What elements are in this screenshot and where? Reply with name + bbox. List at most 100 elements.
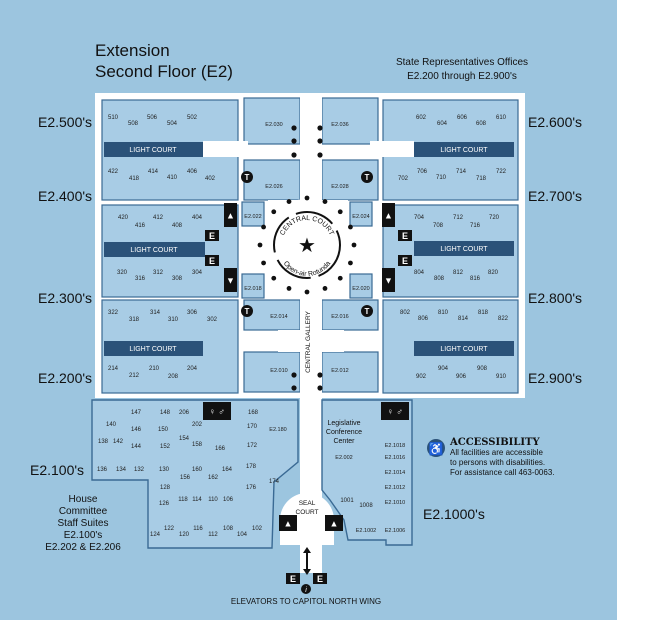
room-label: 602	[416, 115, 427, 121]
room-label: 716	[470, 223, 481, 229]
room-label: 412	[153, 215, 164, 221]
svg-text:E: E	[402, 256, 408, 266]
room-label: 1008	[359, 503, 373, 509]
restroom-icon: ♀ ♂	[203, 402, 231, 420]
room-label: 124	[150, 532, 161, 538]
restroom-icon: ♀ ♂	[381, 402, 409, 420]
svg-text:T: T	[245, 307, 250, 316]
svg-text:♀ ♂: ♀ ♂	[387, 407, 403, 417]
lower-left-suite	[91, 399, 299, 549]
room-label: E2.1018	[385, 443, 406, 449]
column	[337, 209, 343, 215]
wing-label-900: E2.900's	[528, 370, 583, 386]
room-label: 510	[108, 115, 119, 121]
room-label: 174	[269, 479, 280, 485]
room-label: 168	[248, 410, 259, 416]
room-label: 164	[222, 467, 233, 473]
room-label: 822	[498, 316, 509, 322]
room-label: 108	[223, 526, 234, 532]
tunnel-icon: T	[361, 305, 373, 317]
room-label: E2.180	[269, 427, 286, 433]
room-label: 212	[129, 373, 140, 379]
room-label: 706	[417, 169, 428, 175]
house-committee-line: House	[68, 494, 98, 505]
room-label: 720	[489, 215, 500, 221]
wheelchair-icon	[427, 439, 445, 457]
svg-text:T: T	[365, 173, 370, 182]
svg-text:▲: ▲	[330, 519, 339, 529]
room-label: E2.018	[244, 286, 261, 292]
room-label: 120	[179, 532, 190, 538]
map-title-line2: Second Floor (E2)	[95, 62, 233, 81]
light-court-label: LIGHT COURT	[129, 346, 177, 353]
room-label: 110	[208, 497, 218, 503]
room-label: 210	[149, 366, 160, 372]
room-label: 206	[179, 410, 190, 416]
room-label: 312	[153, 270, 164, 276]
room-label: 818	[478, 310, 489, 316]
seal-court-label: COURT	[296, 509, 319, 516]
room-label: 106	[223, 497, 234, 503]
room-label: 170	[247, 424, 258, 430]
restroom-icon: ▲	[382, 203, 395, 227]
restroom-icon: ▲	[224, 203, 237, 227]
room-label: 712	[453, 215, 464, 221]
room-label: E2.014	[270, 314, 287, 320]
room-label: 408	[172, 223, 183, 229]
column	[286, 199, 292, 204]
column	[317, 125, 323, 131]
elevator-icon: E	[398, 255, 412, 266]
room-label: 142	[113, 439, 124, 445]
room-label: 604	[437, 121, 448, 127]
room-label: 812	[453, 270, 464, 276]
wing-label-800: E2.800's	[528, 290, 583, 306]
room-label: 132	[134, 467, 145, 473]
room-label: 202	[192, 422, 203, 428]
room-label: 130	[159, 467, 170, 473]
room-label: 126	[159, 501, 170, 507]
footer-elevators: ELEVATORS TO CAPITOL NORTH WING	[230, 597, 382, 606]
room-label: 710	[436, 175, 447, 181]
room-label: E2.010	[270, 368, 287, 374]
room-label: 138	[98, 439, 109, 445]
room-label: 608	[476, 121, 487, 127]
column	[291, 138, 297, 144]
room-label: 104	[237, 532, 248, 538]
column	[322, 199, 328, 204]
wing-label-600: E2.600's	[528, 114, 583, 130]
room-label: E2.002	[335, 455, 352, 461]
central-gallery-label: CENTRAL GALLERY	[305, 310, 312, 372]
svg-text:♿: ♿	[429, 442, 444, 456]
room-label: 504	[167, 121, 178, 127]
room-label: 422	[108, 169, 119, 175]
room-label: E2.030	[265, 122, 282, 128]
room-label: 158	[192, 442, 203, 448]
accessibility-line: to persons with disabilities.	[450, 458, 546, 467]
svg-text:E: E	[209, 256, 215, 266]
room-label: E2.1002	[356, 528, 377, 534]
svg-text:♀ ♂: ♀ ♂	[209, 407, 225, 417]
light-court-label: LIGHT COURT	[129, 147, 177, 154]
room-label: 708	[433, 223, 444, 229]
room-label: 404	[192, 215, 203, 221]
light-courts	[104, 142, 514, 356]
house-committee-line: Staff Suites	[57, 518, 109, 529]
column	[291, 152, 297, 158]
room-label: 150	[158, 427, 169, 433]
column	[257, 242, 263, 248]
room-label: 314	[150, 310, 161, 316]
room-label: 610	[496, 115, 507, 121]
room-label: 908	[477, 366, 488, 372]
room-label: E2.012	[331, 368, 348, 374]
room-label: 506	[147, 115, 158, 121]
column	[317, 372, 323, 378]
column	[261, 260, 266, 266]
room-label: 112	[208, 532, 218, 538]
room-label: E2.036	[331, 122, 348, 128]
column	[348, 260, 353, 266]
room-label: 146	[131, 427, 142, 433]
room-label: 810	[438, 310, 449, 316]
restroom-icon: ▲	[325, 515, 343, 531]
column	[291, 125, 297, 131]
column	[351, 242, 357, 248]
